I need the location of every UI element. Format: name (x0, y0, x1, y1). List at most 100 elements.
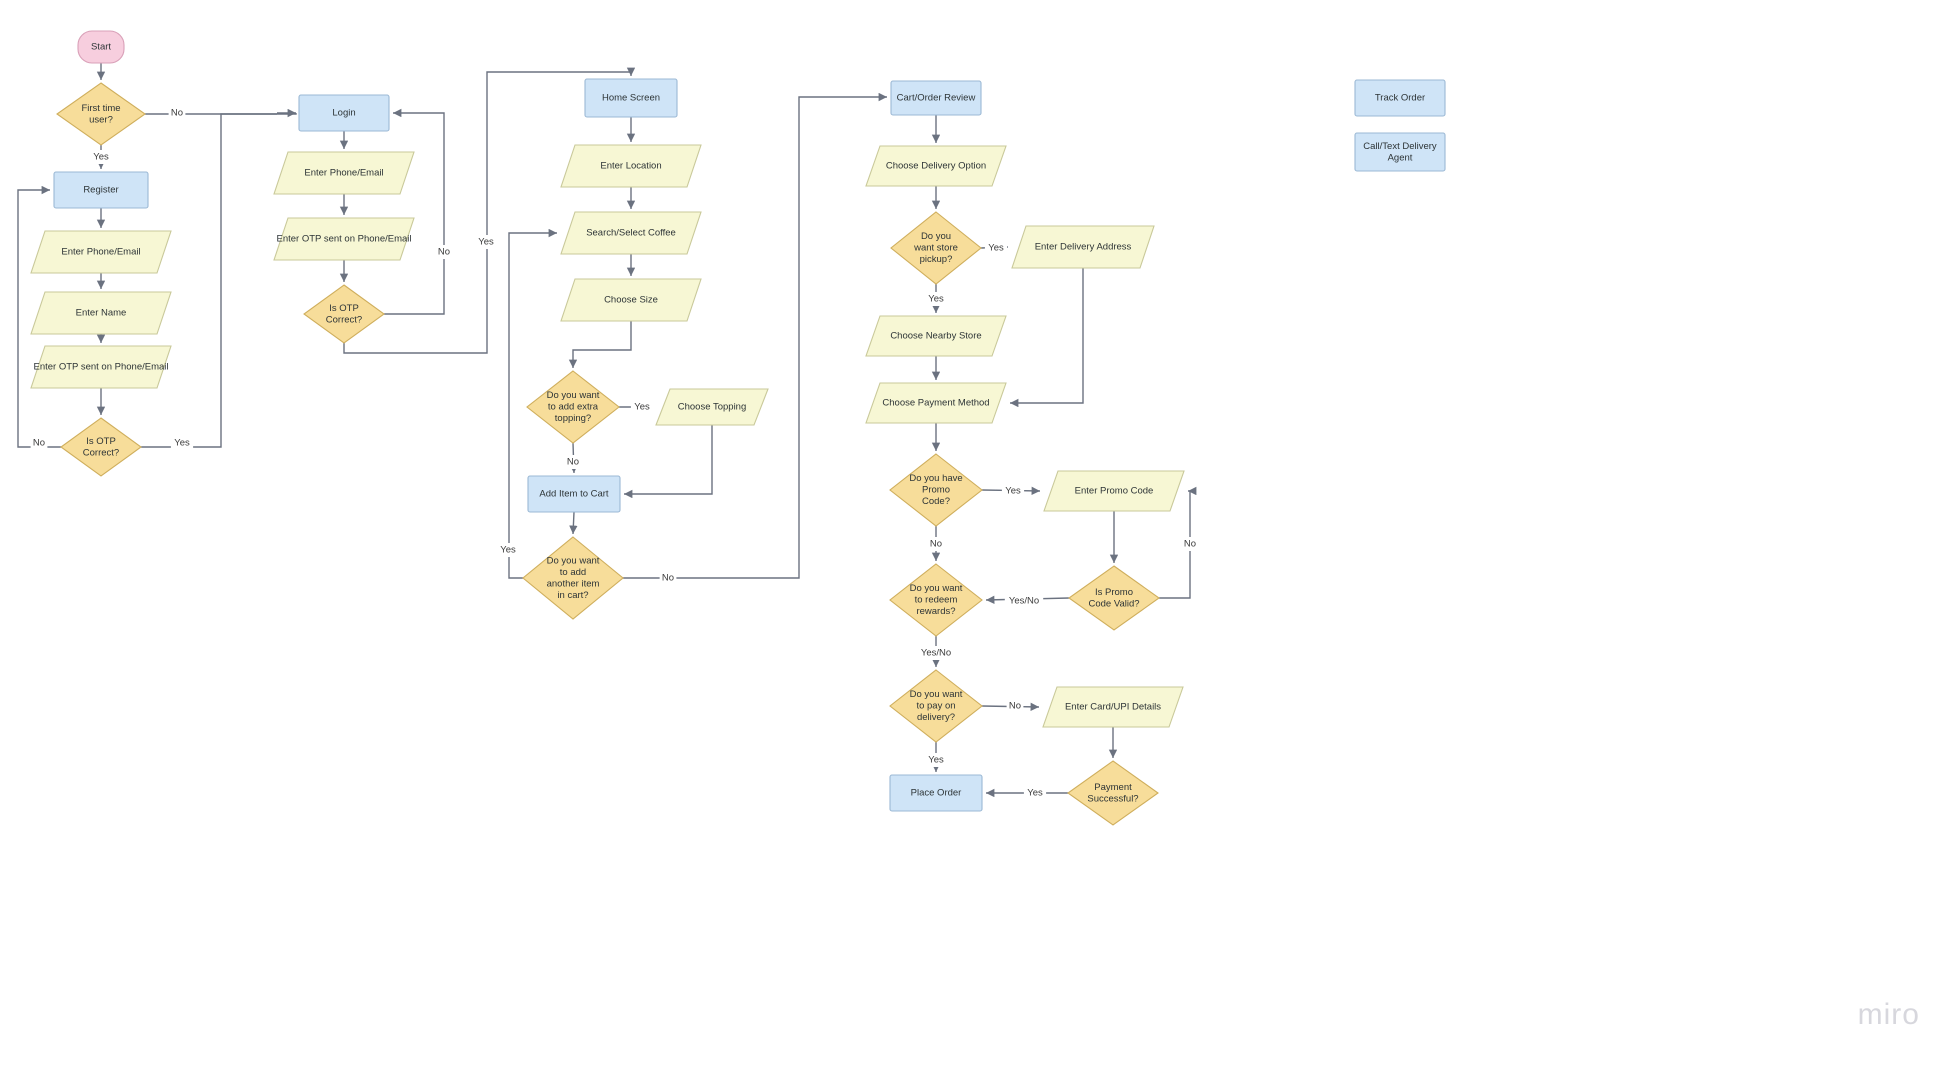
node-shape-add_to_cart[interactable] (527, 475, 621, 513)
node-shape-place_order[interactable] (889, 774, 983, 812)
node-shape-track_order[interactable] (1354, 79, 1446, 117)
node-label-login_otp_correct: Is OTP (329, 303, 359, 314)
edge-label-bg (916, 646, 956, 660)
edge-label-l_valid_yn: Yes/No (1009, 596, 1039, 607)
node-shape-extra_topping[interactable] (526, 370, 620, 444)
node-shape-choose_topping[interactable] (655, 388, 769, 426)
node-shape-redeem_rewards[interactable] (889, 563, 983, 637)
node-add_to_cart[interactable]: Add Item to Cart (527, 475, 621, 513)
node-start[interactable]: Start (77, 30, 125, 64)
node-label-cart_review: Cart/Order Review (897, 93, 976, 104)
node-home_screen[interactable]: Home Screen (584, 78, 678, 118)
node-shape-promo_valid[interactable] (1068, 565, 1160, 631)
node-label-call_agent: Agent (1388, 152, 1413, 163)
node-shape-search_coffee[interactable] (560, 211, 702, 255)
node-shape-another_item[interactable] (522, 536, 624, 620)
node-choose_topping[interactable]: Choose Topping (655, 388, 769, 426)
edge-label-bg (924, 292, 948, 306)
node-label-delivery_option: Choose Delivery Option (886, 161, 986, 172)
node-shape-payment_method[interactable] (865, 382, 1007, 424)
node-label-place_order: Place Order (911, 788, 962, 799)
node-shape-enter_location[interactable] (560, 144, 702, 188)
node-reg_name[interactable]: Enter Name (30, 291, 172, 335)
node-shape-start[interactable] (77, 30, 125, 64)
node-shape-login[interactable] (298, 94, 390, 132)
node-payment_method[interactable]: Choose Payment Method (865, 382, 1007, 424)
node-reg_otp[interactable]: Enter OTP sent on Phone/Email (30, 345, 172, 389)
node-shape-call_agent[interactable] (1354, 132, 1446, 172)
edge-size-topping (568, 321, 632, 368)
node-label-login: Login (332, 108, 355, 119)
node-label-login_otp: Enter OTP sent on Phone/Email (276, 234, 411, 245)
node-shape-login_otp[interactable] (273, 217, 415, 261)
node-login_phone[interactable]: Enter Phone/Email (273, 151, 415, 195)
node-shape-first_time_user[interactable] (56, 82, 146, 146)
edge-label-l_pay_yes: Yes (1027, 788, 1043, 799)
node-shape-card_upi[interactable] (1042, 686, 1184, 728)
node-label-redeem_rewards: rewards? (916, 606, 955, 617)
edge-regyes-login (141, 113, 277, 448)
node-shape-delivery_address[interactable] (1011, 225, 1155, 269)
node-label-extra_topping: topping? (555, 413, 591, 424)
node-shape-reg_otp[interactable] (30, 345, 172, 389)
node-shape-login_otp_correct[interactable] (303, 284, 385, 344)
node-register[interactable]: Register (53, 171, 149, 209)
node-shape-reg_name[interactable] (30, 291, 172, 335)
node-login[interactable]: Login (298, 94, 390, 132)
node-track_order[interactable]: Track Order (1354, 79, 1446, 117)
node-shape-enter_promo[interactable] (1043, 470, 1185, 512)
node-shape-pay_on_delivery[interactable] (889, 669, 983, 743)
node-enter_location[interactable]: Enter Location (560, 144, 702, 188)
node-shape-reg_otp_correct[interactable] (60, 417, 142, 477)
node-shape-nearby_store[interactable] (865, 315, 1007, 357)
node-shape-cart_review[interactable] (890, 80, 982, 116)
node-shape-delivery_option[interactable] (865, 145, 1007, 187)
node-shape-reg_phone[interactable] (30, 230, 172, 274)
node-label-first_time_user: user? (89, 114, 113, 125)
node-shape-payment_success[interactable] (1067, 760, 1159, 826)
edge-label-bg (630, 400, 654, 414)
node-label-reg_otp: Enter OTP sent on Phone/Email (33, 362, 168, 373)
node-reg_phone[interactable]: Enter Phone/Email (30, 230, 172, 274)
node-card_upi[interactable]: Enter Card/UPI Details (1042, 686, 1184, 728)
node-shape-home_screen[interactable] (584, 78, 678, 118)
node-place_order[interactable]: Place Order (889, 774, 983, 812)
node-search_coffee[interactable]: Search/Select Coffee (560, 211, 702, 255)
node-choose_size[interactable]: Choose Size (560, 278, 702, 322)
miro-watermark: miro (1857, 998, 1920, 1031)
node-label-extra_topping: to add extra (548, 402, 599, 413)
node-label-reg_name: Enter Name (76, 308, 127, 319)
edges-layer (17, 63, 1197, 798)
edge-label-bg (168, 106, 186, 120)
node-delivery_option[interactable]: Choose Delivery Option (865, 145, 1007, 187)
node-label-extra_topping: Do you want (547, 390, 600, 401)
node-label-card_upi: Enter Card/UPI Details (1065, 702, 1161, 713)
node-nearby_store[interactable]: Choose Nearby Store (865, 315, 1007, 357)
node-delivery_address[interactable]: Enter Delivery Address (1011, 225, 1155, 269)
node-cart_review[interactable]: Cart/Order Review (890, 80, 982, 116)
node-shape-register[interactable] (53, 171, 149, 209)
node-shape-choose_size[interactable] (560, 278, 702, 322)
node-label-search_coffee: Search/Select Coffee (586, 228, 676, 239)
node-shape-store_pickup[interactable] (890, 211, 982, 285)
edge-label-bg (659, 571, 677, 585)
node-shape-login_phone[interactable] (273, 151, 415, 195)
edge-label-bg (564, 455, 582, 469)
node-enter_promo[interactable]: Enter Promo Code (1043, 470, 1185, 512)
node-label-store_pickup: pickup? (920, 254, 953, 265)
node-login_otp[interactable]: Enter OTP sent on Phone/Email (273, 217, 415, 261)
node-shape-have_promo[interactable] (889, 453, 983, 527)
